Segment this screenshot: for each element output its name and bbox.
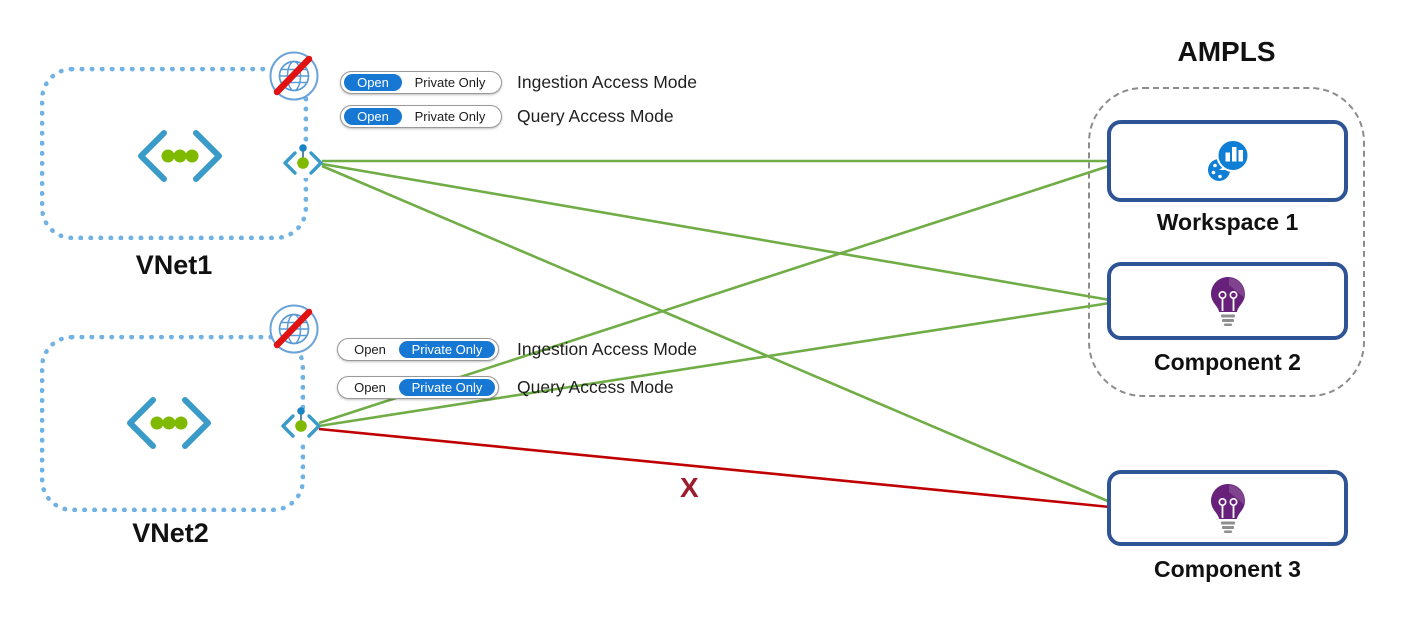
- component3-label: Component 3: [1154, 556, 1301, 582]
- component3-box: [1107, 470, 1348, 546]
- blocked-connection-x-marker: X: [680, 472, 699, 503]
- vnet2-ingestion-mode-label: Ingestion Access Mode: [517, 339, 697, 359]
- workspace1-label: Workspace 1: [1156, 209, 1299, 235]
- vnet1-ingestion-toggle: Open Private Only: [340, 71, 502, 94]
- line-vnet2-component2: [318, 301, 1111, 428]
- line-vnet1-component2: [321, 162, 1111, 302]
- component2-box: [1107, 262, 1348, 340]
- workspace1-box: [1107, 120, 1348, 202]
- vnet2-label: VNet2: [132, 518, 209, 548]
- vnet1-query-open-option[interactable]: Open: [344, 108, 402, 125]
- vnet1-query-toggle: Open Private Only: [340, 105, 502, 128]
- vnet2-ingestion-private-option[interactable]: Private Only: [399, 341, 495, 358]
- vnet2-query-mode-label: Query Access Mode: [517, 377, 674, 397]
- no-internet-globe-icon: [269, 304, 319, 354]
- app-insights-component-icon: [1210, 277, 1245, 326]
- no-internet-globe-icon: [269, 51, 319, 101]
- line-vnet2-component3-blocked: [318, 427, 1111, 509]
- vnet1-query-mode-label: Query Access Mode: [517, 106, 674, 126]
- vnet1-ingestion-private-option[interactable]: Private Only: [402, 74, 498, 91]
- vnet1-ingestion-mode-label: Ingestion Access Mode: [517, 72, 697, 92]
- line-vnet1-component3: [321, 164, 1111, 504]
- vnet1-ingestion-open-option[interactable]: Open: [344, 74, 402, 91]
- ampls-scope-box: [1088, 87, 1365, 397]
- vnet2-query-toggle: Open Private Only: [337, 376, 499, 399]
- vnet2-ingestion-open-option[interactable]: Open: [341, 341, 399, 358]
- component2-label: Component 2: [1154, 349, 1301, 375]
- vnet2-query-open-option[interactable]: Open: [341, 379, 399, 396]
- private-endpoint-icon: [283, 144, 323, 178]
- private-endpoint-icon: [281, 407, 321, 441]
- virtual-network-icon: [138, 130, 222, 182]
- vnet1-query-private-option[interactable]: Private Only: [402, 108, 498, 125]
- app-insights-component-icon: [1210, 484, 1245, 533]
- virtual-network-icon: [127, 397, 211, 449]
- vnet2-query-private-option[interactable]: Private Only: [399, 379, 495, 396]
- log-analytics-workspace-icon: [1207, 139, 1249, 181]
- vnet1-label: VNet1: [135, 250, 213, 280]
- ampls-title: AMPLS: [1177, 36, 1276, 67]
- vnet2-ingestion-toggle: Open Private Only: [337, 338, 499, 361]
